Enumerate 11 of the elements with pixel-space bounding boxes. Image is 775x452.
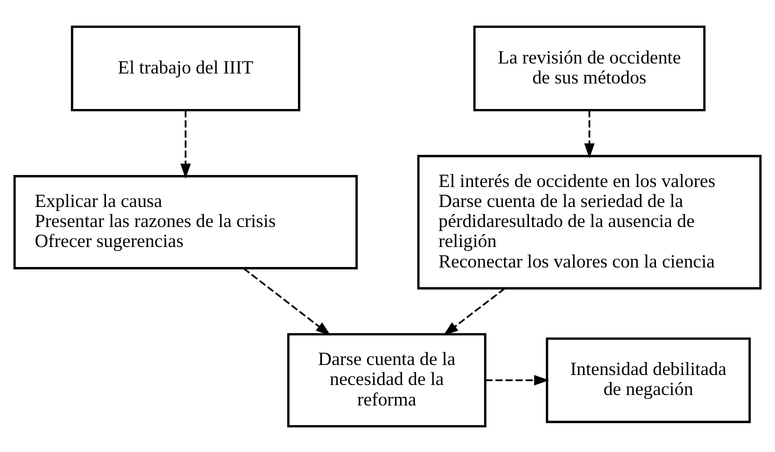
node-box: El trabajo del IIIT (70, 25, 300, 111)
arrow (443, 287, 506, 336)
arrow (485, 374, 550, 385)
node-box: Darse cuenta de la necesidad de la reforma (287, 332, 486, 427)
node-box: El interés de occidente en los valores Darse cuenta de la seriedad de la pérdidaresultado de la ausencia de religión Reconectar los valores con la ciencia (417, 154, 762, 289)
node-box: La revisión de occidente de sus métodos (473, 25, 706, 111)
arrow (584, 110, 595, 158)
arrow (243, 267, 331, 336)
arrow (180, 110, 191, 178)
node-box: Explicar la causa Presentar las razones de la crisis Ofrecer sugerencias (13, 174, 358, 269)
node-box: Intensidad debilitada de negación (546, 336, 751, 423)
